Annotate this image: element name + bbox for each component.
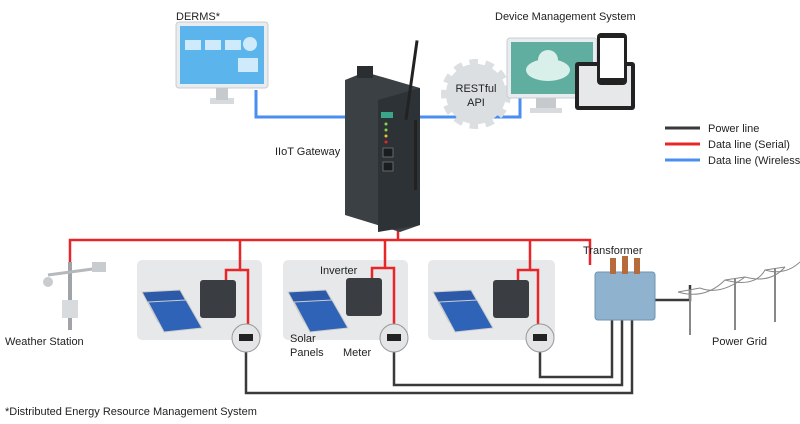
restful-label-2: API	[467, 97, 485, 109]
phone-icon	[597, 33, 627, 85]
gear-icon	[441, 59, 511, 129]
iiot-gateway-device	[345, 40, 420, 232]
legend-wireless: Data line (Wireless)	[708, 155, 800, 167]
device-management-monitor	[506, 37, 598, 113]
meter-label: Meter	[343, 347, 371, 359]
inverter-label: Inverter	[320, 265, 358, 277]
footnote: *Distributed Energy Resource Management …	[5, 406, 257, 418]
transformer-label: Transformer	[583, 245, 643, 257]
solar-label-1: Solar	[290, 333, 316, 345]
restful-label-1: RESTful	[456, 83, 497, 95]
wireless-line-dms	[420, 96, 522, 119]
power-grid-label: Power Grid	[712, 336, 767, 348]
gateway-label: IIoT Gateway	[275, 146, 341, 158]
site-3-equipment	[432, 280, 555, 353]
site-2-equipment	[287, 278, 409, 353]
weather-station-label: Weather Station	[5, 336, 84, 348]
site-1-equipment	[141, 280, 261, 353]
derms-monitor	[175, 21, 269, 104]
transformer-icon	[594, 256, 656, 321]
power-grid-icon	[677, 261, 800, 335]
dms-label: Device Management System	[495, 11, 636, 23]
serial-lines	[68, 215, 592, 325]
wireless-line-derms	[254, 90, 345, 119]
weather-station-icon	[43, 262, 106, 330]
solar-label-2: Panels	[290, 347, 324, 359]
derms-label: DERMS*	[176, 11, 221, 23]
legend-serial: Data line (Serial)	[708, 139, 790, 151]
legend-power: Power line	[708, 123, 759, 135]
legend: Power line Data line (Serial) Data line …	[665, 123, 800, 167]
